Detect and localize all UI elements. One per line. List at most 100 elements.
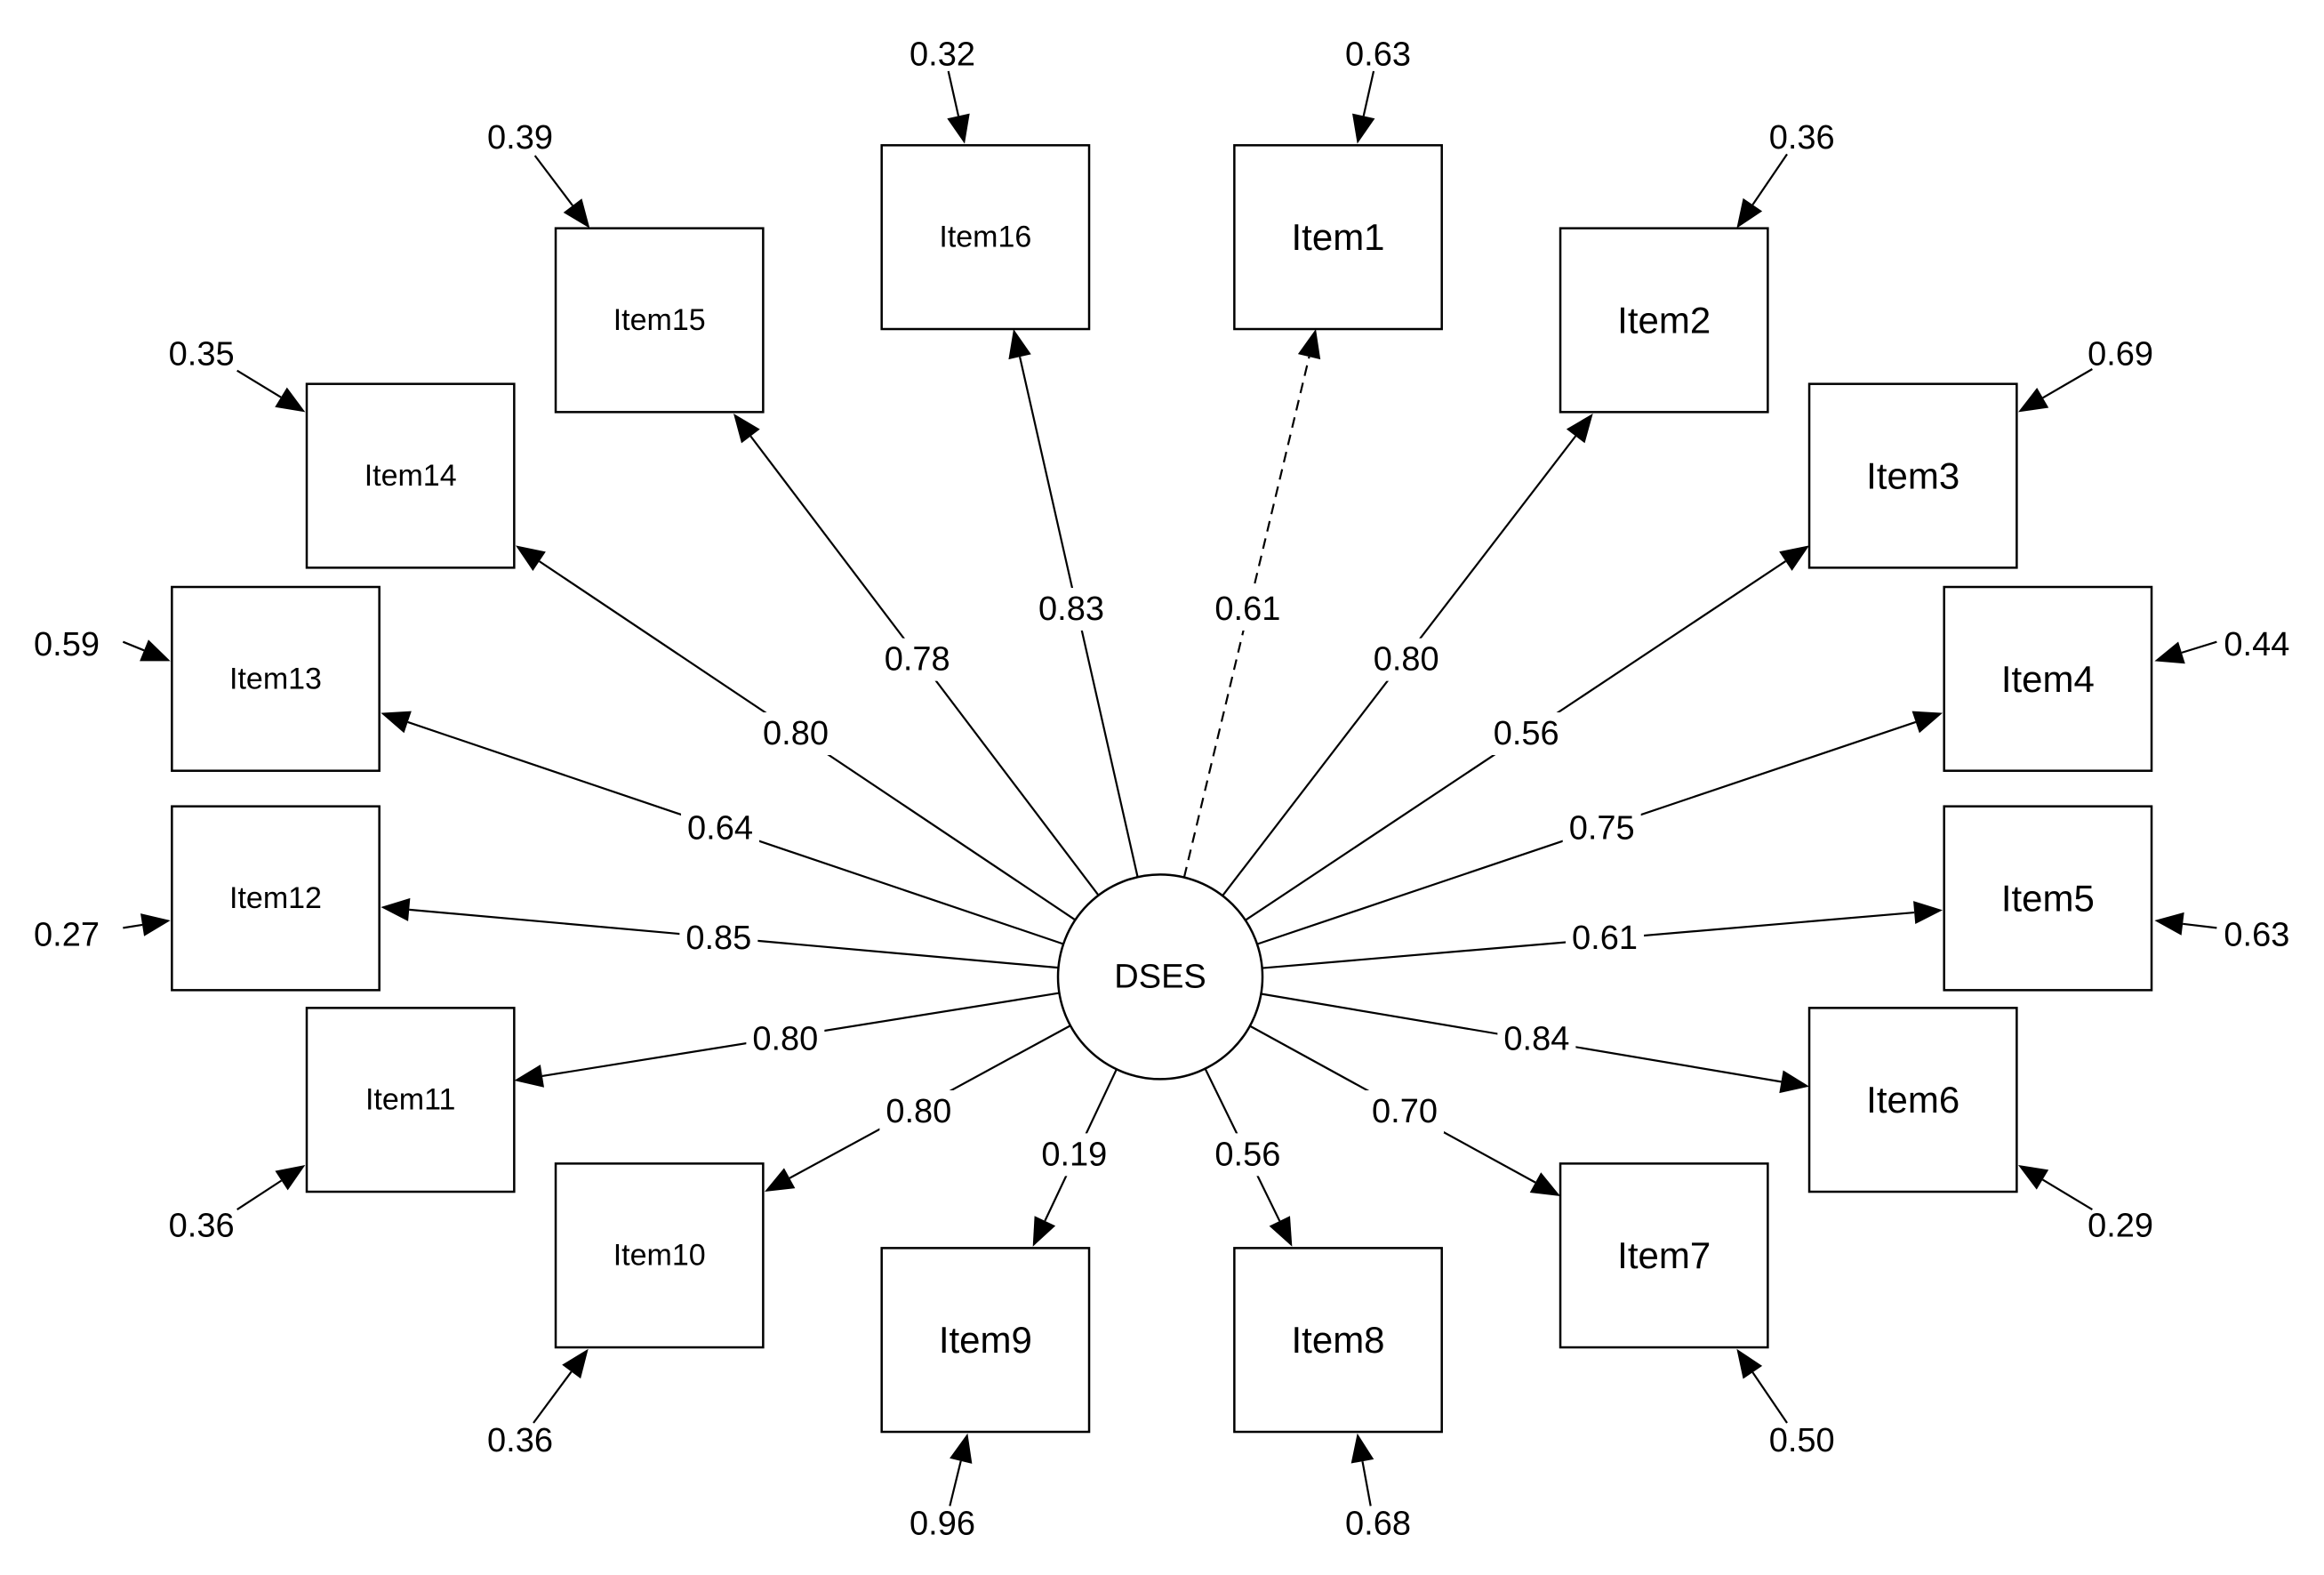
error-variance-item11: 0.36	[169, 1207, 235, 1244]
item3-box	[1807, 382, 2018, 569]
error-path-item11	[236, 1179, 283, 1210]
item12-box	[171, 805, 381, 992]
loading-value-item1: 0.61	[1214, 591, 1280, 628]
error-arrowhead-item12	[140, 913, 171, 936]
item4-label: Item4	[2001, 658, 2095, 700]
error-arrowhead-item2	[1736, 197, 1763, 229]
loading-label-bg-item7	[1366, 1090, 1445, 1134]
item2-label: Item2	[1617, 300, 1711, 342]
error-arrowhead-item16	[947, 113, 970, 144]
error-arrowhead-item3	[2018, 388, 2049, 413]
loading-value-item3: 0.56	[1494, 715, 1559, 752]
error-arrowhead-item15	[563, 198, 590, 229]
loading-label-bg-item8	[1208, 1133, 1287, 1177]
error-variance-item6: 0.29	[2088, 1207, 2153, 1244]
loading-arrowhead-item13	[381, 711, 412, 734]
item2-box	[1559, 227, 1769, 414]
item15-label: Item15	[613, 303, 706, 337]
loading-value-item4: 0.75	[1569, 810, 1635, 848]
error-arrowhead-item5	[2154, 912, 2184, 936]
item6-label: Item6	[1866, 1079, 1959, 1121]
error-path-item3	[2042, 368, 2093, 399]
loading-label-bg-item6	[1497, 1017, 1576, 1061]
error-variance-item4: 0.44	[2224, 626, 2289, 663]
item13-label: Item13	[229, 662, 322, 695]
loading-label-bg-item13	[681, 807, 760, 850]
boxes-layer: Item1Item2Item3Item4Item5Item6Item7Item8…	[171, 144, 2153, 1434]
item9-label: Item9	[939, 1319, 1032, 1361]
loading-label-bg-item14	[757, 712, 836, 756]
loading-arrowhead-item7	[1529, 1172, 1561, 1197]
loading-value-item11: 0.80	[752, 1020, 818, 1057]
error-path-item13	[122, 640, 145, 652]
error-path-item1	[1362, 70, 1375, 117]
error-arrowhead-item11	[275, 1165, 306, 1191]
error-path-item5	[2183, 922, 2217, 929]
item8-label: Item8	[1292, 1319, 1385, 1361]
error-path-item15	[533, 155, 573, 206]
error-variance-item9: 0.96	[910, 1505, 975, 1542]
error-path-item16	[947, 70, 960, 117]
error-arrowhead-item1	[1352, 113, 1375, 144]
error-path-item8	[1361, 1460, 1372, 1507]
loading-value-item9: 0.19	[1041, 1136, 1107, 1173]
error-variance-item8: 0.68	[1345, 1505, 1411, 1542]
error-variance-item7: 0.50	[1769, 1422, 1835, 1459]
item6-box	[1807, 1007, 2018, 1193]
error-path-item14	[236, 369, 282, 398]
item10-box	[554, 1162, 765, 1349]
error-path-item7	[1751, 1371, 1788, 1424]
error-variance-item15: 0.39	[487, 119, 553, 157]
loading-value-item5: 0.61	[1572, 920, 1638, 957]
error-variance-item10: 0.36	[487, 1422, 553, 1459]
item15-box	[554, 227, 765, 414]
item14-box	[305, 382, 516, 569]
loading-label-bg-item3	[1487, 712, 1566, 756]
item14-label: Item14	[365, 459, 457, 493]
item10-label: Item10	[613, 1239, 706, 1273]
loading-value-item2: 0.80	[1374, 641, 1439, 679]
loading-arrowhead-item1	[1297, 329, 1321, 360]
loading-label-bg-item12	[679, 917, 758, 960]
item5-label: Item5	[2001, 878, 2095, 920]
error-variance-item13: 0.59	[34, 626, 100, 663]
loading-arrowhead-item8	[1269, 1216, 1293, 1247]
loading-arrowhead-item2	[1566, 414, 1593, 444]
error-path-item9	[949, 1460, 962, 1507]
error-path-item12	[123, 923, 143, 929]
item8-box	[1233, 1247, 1443, 1434]
loading-value-item6: 0.84	[1503, 1020, 1569, 1057]
item3-label: Item3	[1866, 455, 1959, 497]
loading-arrowhead-item11	[514, 1065, 545, 1088]
loading-arrowhead-item10	[765, 1168, 796, 1193]
latent-dses-label: DSES	[1114, 958, 1206, 995]
error-variance-item3: 0.69	[2088, 335, 2153, 373]
item7-box	[1559, 1162, 1769, 1349]
item5-box	[1943, 805, 2153, 992]
item4-box	[1943, 585, 2153, 772]
loading-arrowhead-item16	[1008, 329, 1031, 360]
error-variance-item12: 0.27	[34, 917, 100, 954]
error-arrowhead-item14	[275, 387, 306, 413]
error-arrowhead-item10	[562, 1348, 589, 1379]
error-path-item2	[1751, 153, 1788, 205]
error-path-item4	[2181, 640, 2217, 654]
loading-label-bg-item16	[1032, 588, 1111, 631]
error-arrowhead-item13	[140, 639, 171, 662]
item16-label: Item16	[939, 221, 1031, 254]
loading-label-bg-item1	[1208, 588, 1287, 631]
paths-layer	[122, 70, 2217, 1507]
loading-arrowhead-item14	[516, 545, 546, 571]
error-arrowhead-item7	[1736, 1348, 1763, 1379]
loading-value-item14: 0.80	[763, 715, 829, 752]
loading-arrowhead-item3	[1779, 545, 1810, 571]
item13-box	[171, 585, 381, 772]
item1-box	[1233, 144, 1443, 331]
item11-box	[305, 1007, 516, 1193]
loading-value-item12: 0.85	[685, 920, 751, 957]
loading-value-item8: 0.56	[1214, 1136, 1280, 1173]
loading-label-bg-item5	[1566, 917, 1645, 960]
loading-label-bg-item10	[879, 1090, 958, 1134]
loading-arrowhead-item9	[1032, 1216, 1056, 1247]
